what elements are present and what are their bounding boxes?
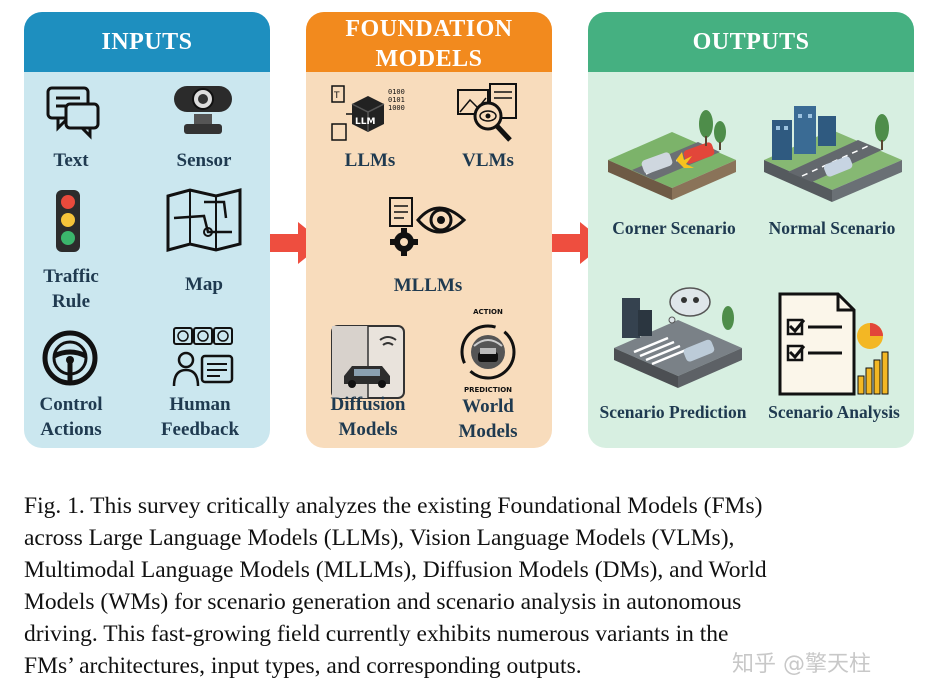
world-models-label-1: World [462, 396, 514, 417]
diffusion-icon [331, 325, 405, 399]
scenario-prediction-label: Scenario Prediction [599, 402, 747, 422]
steering-wheel-icon [42, 330, 98, 386]
svg-text:0101: 0101 [388, 96, 405, 104]
text-chat-icon [46, 86, 100, 140]
world-model-icon: ACTION PREDICTION [460, 308, 516, 394]
foundation-title-line-1: FOUNDATION [345, 16, 513, 42]
control-actions-label-2: Actions [40, 419, 102, 440]
vlms-label: VLMs [462, 150, 514, 171]
sensor-label: Sensor [176, 150, 232, 171]
scenario-analysis-icon [778, 292, 889, 396]
map-label: Map [185, 274, 223, 295]
traffic-rule-label-2: Rule [52, 291, 90, 312]
svg-text:T: T [333, 91, 340, 101]
llm-cube-text: LLM [355, 117, 375, 127]
vlm-icon [457, 83, 517, 142]
scenario-prediction-illustration [614, 287, 742, 388]
caption-line-6: FMs’ architectures, input types, and cor… [24, 653, 582, 679]
human-feedback-icon [172, 327, 234, 387]
svg-text:1000: 1000 [388, 104, 405, 112]
human-feedback-label-2: Feedback [160, 419, 240, 440]
normal-scenario-illustration [764, 106, 902, 202]
foundation-title-line-2: MODELS [375, 46, 483, 72]
diffusion-models-label-2: Models [338, 419, 398, 440]
inputs-title: INPUTS [24, 12, 270, 72]
traffic-rule-label-1: Traffic [43, 266, 99, 287]
action-tag: ACTION [473, 308, 503, 316]
corner-scenario-label: Corner Scenario [612, 218, 736, 238]
llm-icon: T LLM 0100 0101 1000 [331, 85, 405, 141]
inputs-panel: INPUTS Text Sensor Traffic Rule Map [24, 12, 270, 448]
map-icon [166, 188, 242, 252]
scenario-analysis-label: Scenario Analysis [768, 402, 900, 422]
human-feedback-label-1: Human [169, 394, 231, 415]
mllm-icon [389, 197, 467, 256]
traffic-light-icon [56, 190, 80, 252]
text-label: Text [53, 150, 89, 171]
watermark: 知乎 @擎天柱 [732, 652, 871, 677]
diffusion-models-label-1: Diffusion [330, 394, 406, 415]
corner-scenario-illustration [608, 110, 736, 200]
caption-line-3: Multimodal Language Models (MLLMs), Diff… [24, 557, 767, 583]
figure-caption: Fig. 1. This survey critically analyzes … [24, 490, 912, 682]
foundation-models-panel: FOUNDATION MODELS T LLM 0100 0101 1000 L… [306, 12, 552, 448]
world-models-label-2: Models [458, 421, 518, 442]
caption-line-2: across Large Language Models (LLMs), Vis… [24, 525, 735, 551]
caption-line-1: Fig. 1. This survey critically analyzes … [24, 493, 763, 519]
foundation-models-title: FOUNDATION MODELS [306, 12, 552, 72]
normal-scenario-label: Normal Scenario [768, 218, 896, 238]
svg-text:0100: 0100 [388, 88, 405, 96]
prediction-tag: PREDICTION [464, 386, 512, 394]
llms-label: LLMs [344, 150, 396, 171]
sensor-camera-icon [174, 86, 232, 134]
caption-line-4: Models (WMs) for scenario generation and… [24, 589, 742, 615]
outputs-title: OUTPUTS [588, 12, 914, 72]
outputs-panel: OUTPUTS Corner Scenario Normal Scenario [588, 12, 914, 448]
mllms-label: MLLMs [393, 275, 463, 296]
control-actions-label-1: Control [39, 394, 103, 415]
caption-line-5: driving. This fast-growing field current… [24, 621, 729, 647]
